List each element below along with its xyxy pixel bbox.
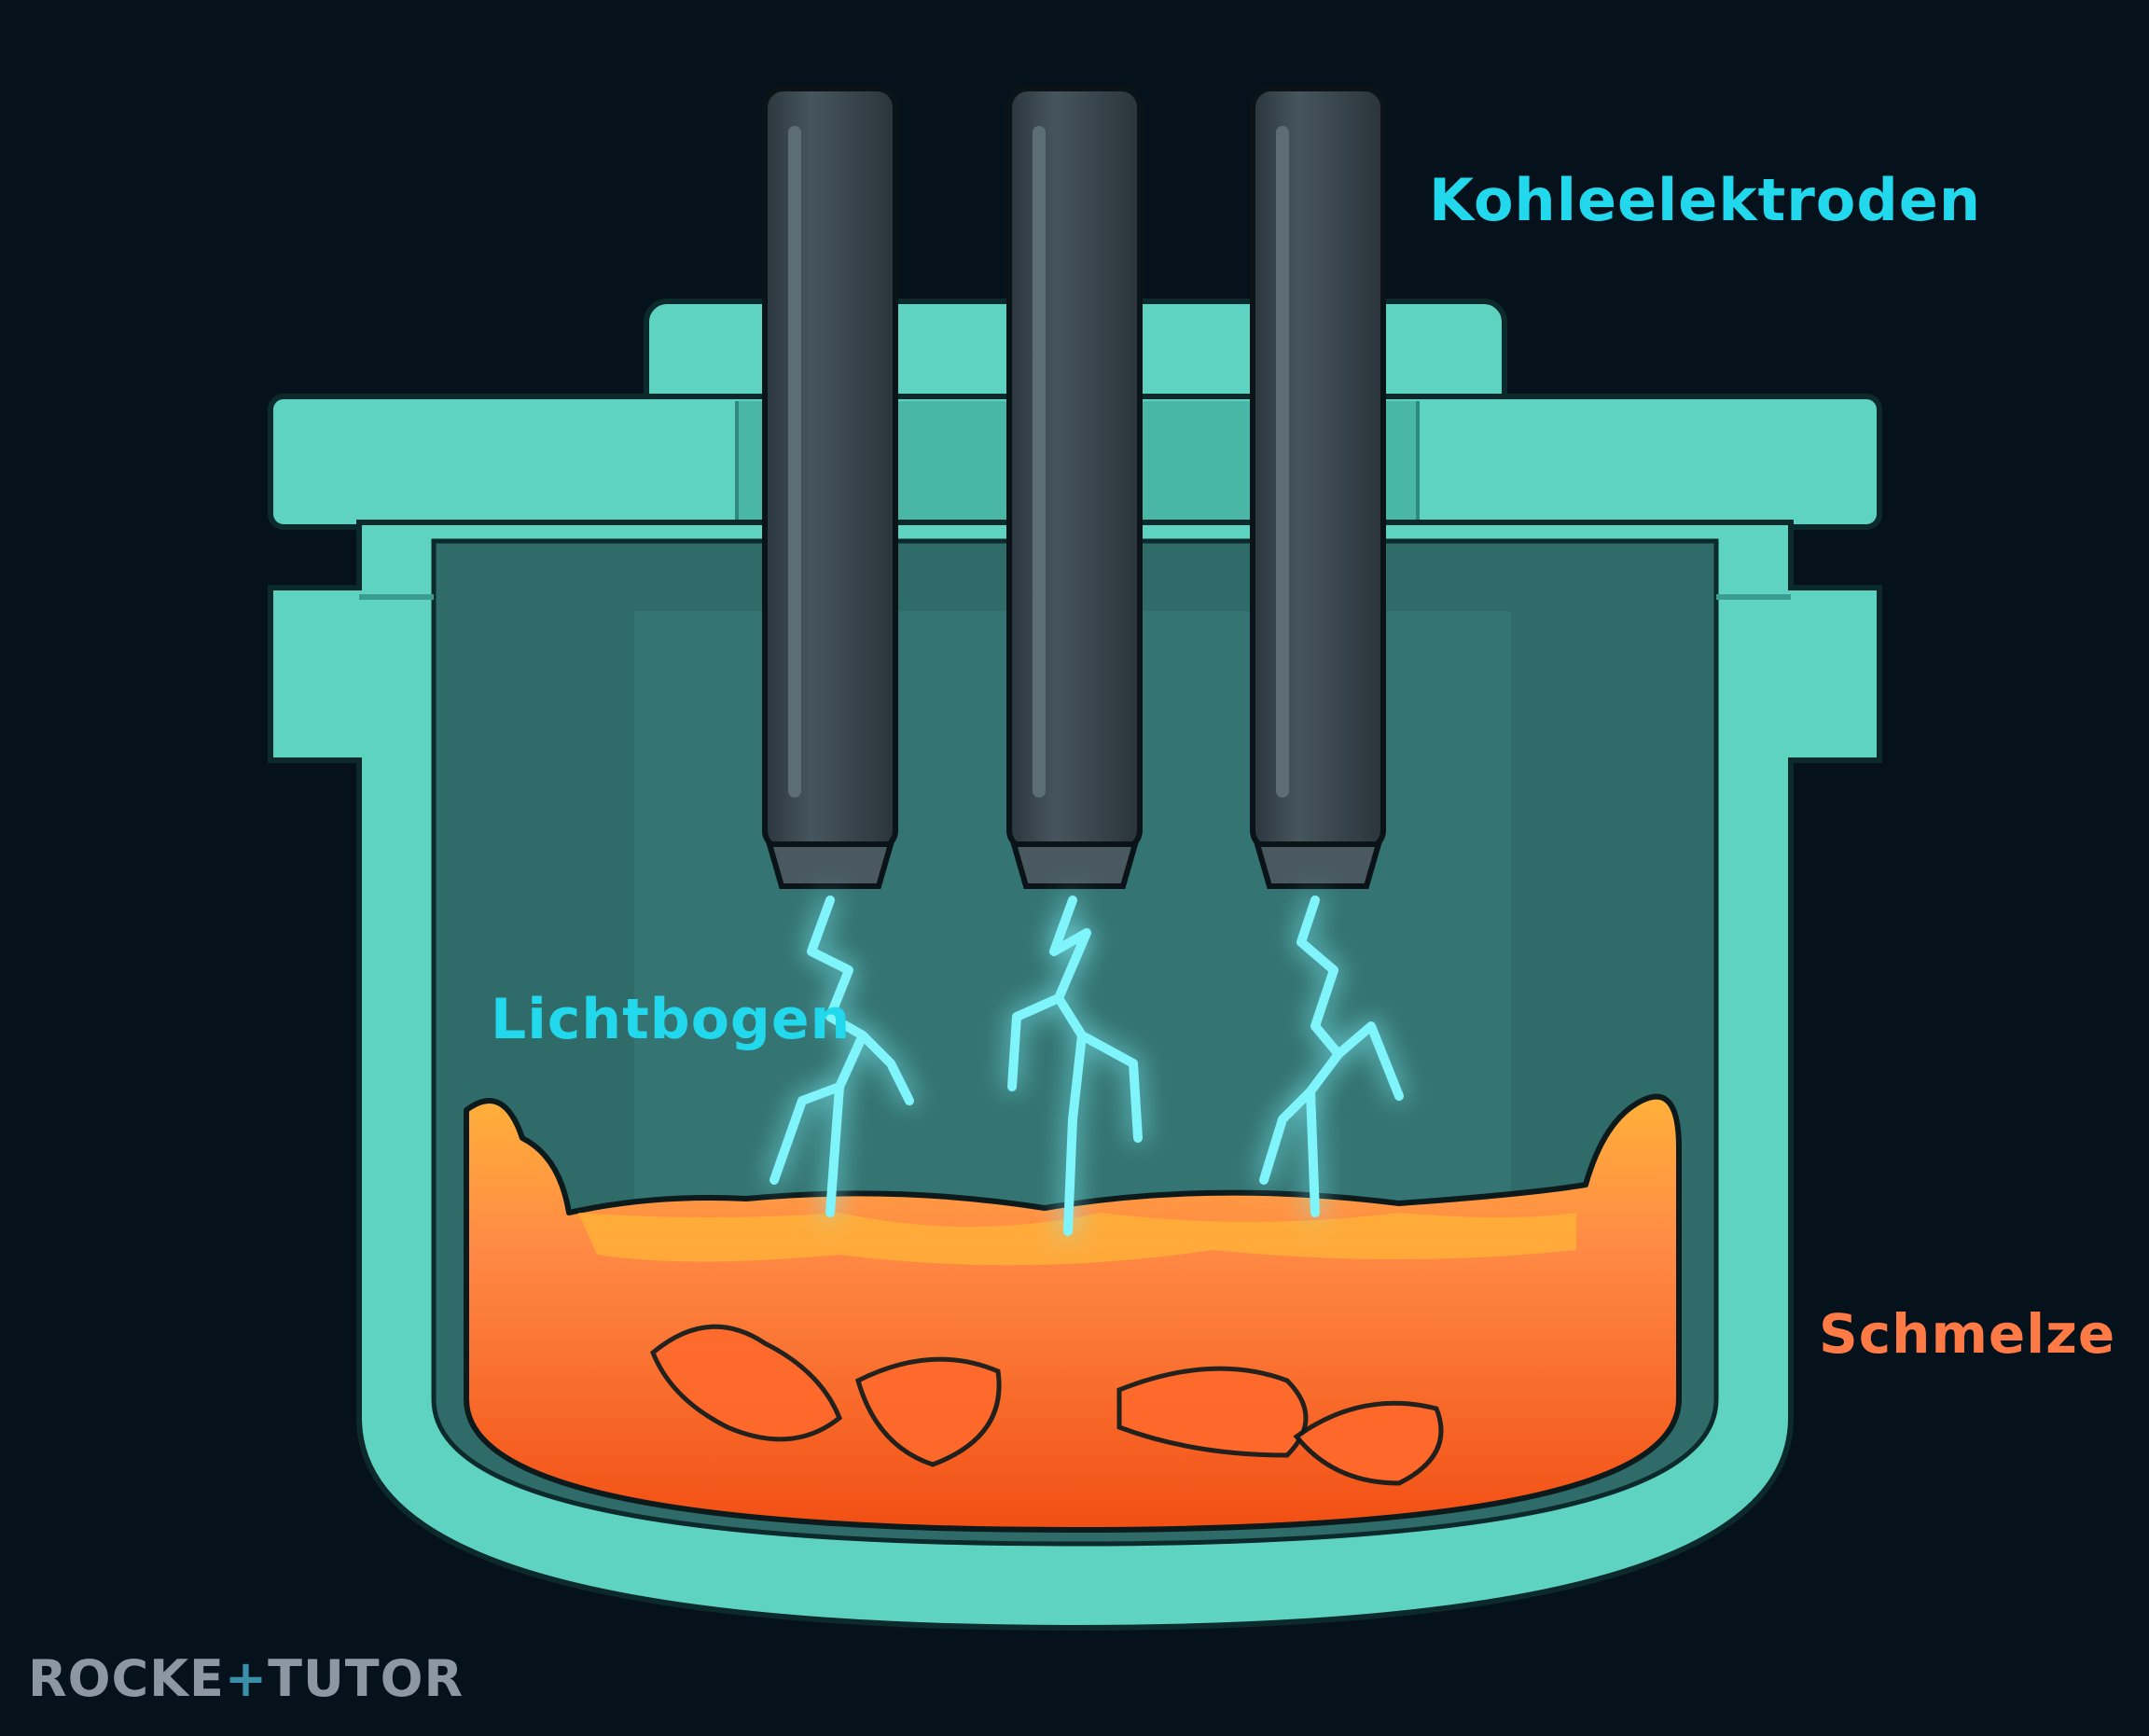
arc-right	[1259, 896, 1404, 1217]
carbon-electrodes	[762, 86, 1386, 889]
label-melt: Schmelze	[1819, 1302, 2116, 1366]
electrode-center	[1006, 86, 1143, 889]
arc-left	[769, 896, 914, 1217]
rocketutor-logo: ROCKE+TUTOR	[28, 1649, 464, 1708]
label-electric-arc: Lichtbogen	[491, 987, 852, 1052]
label-carbon-electrodes: Kohleelektroden	[1429, 166, 1981, 234]
logo-text-part2: TUTOR	[268, 1649, 464, 1708]
arc-center	[1007, 896, 1143, 1236]
logo-text-part1: ROCKE	[28, 1649, 225, 1708]
electric-arcs	[769, 896, 1404, 1236]
logo-plus-icon: +	[224, 1649, 269, 1708]
electrode-left	[762, 86, 898, 889]
electrode-right	[1250, 86, 1386, 889]
melt-pool	[464, 1093, 1682, 1533]
